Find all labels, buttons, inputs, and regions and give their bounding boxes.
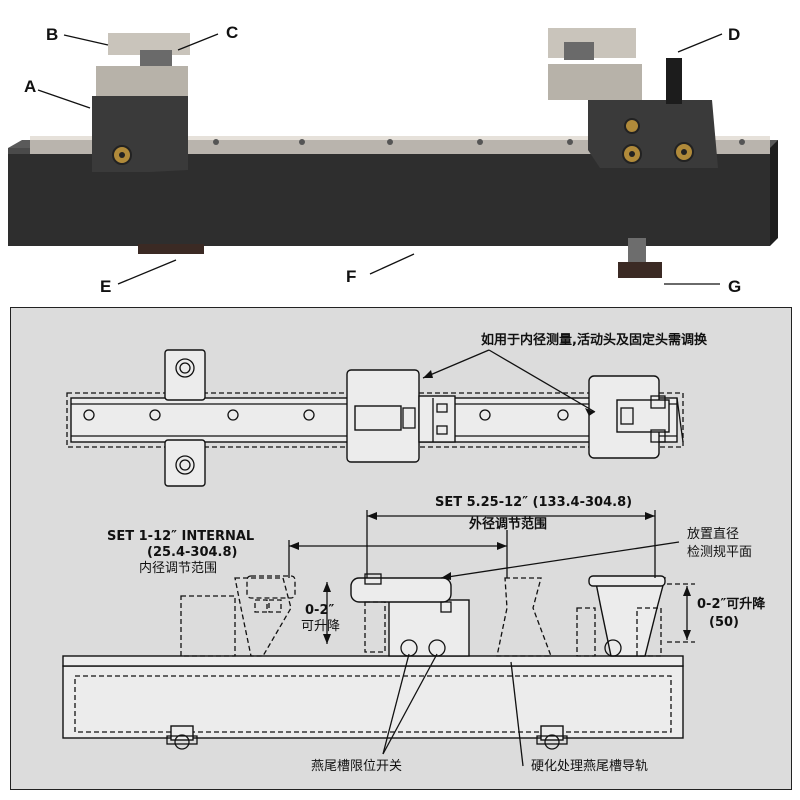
callout-d: D bbox=[728, 25, 740, 44]
label-set-internal: SET 1-12″ INTERNAL bbox=[107, 529, 254, 544]
callout-e: E bbox=[100, 277, 111, 296]
technical-drawing: 如用于内径测量,活动头及固定头需调换 bbox=[62, 332, 766, 774]
label-lift-left-2: 可升降 bbox=[301, 619, 340, 634]
label-lift-right-1: 0-2″可升降 bbox=[697, 596, 766, 612]
label-dovetail-stop: 燕尾槽限位开关 bbox=[311, 759, 402, 774]
label-set-internal-mm: (25.4-304.8) bbox=[147, 545, 237, 560]
label-gauge-plane-1: 放置直径 bbox=[687, 527, 739, 542]
right-headstock bbox=[548, 28, 718, 168]
dovetail-rail bbox=[30, 136, 770, 154]
callout-b: B bbox=[46, 25, 58, 44]
technical-drawing-panel: 如用于内径测量,活动头及固定头需调换 bbox=[10, 307, 792, 790]
label-lift-left-1: 0-2″ bbox=[305, 603, 334, 618]
label-set-external: SET 5.25-12″ (133.4-304.8) bbox=[435, 495, 632, 510]
label-hardened-rail: 硬化处理燕尾槽导轨 bbox=[531, 759, 648, 774]
label-set-internal-cn: 内径调节范围 bbox=[139, 560, 217, 576]
side-view bbox=[62, 573, 684, 750]
foot-left bbox=[138, 244, 204, 254]
label-lift-right-2: (50) bbox=[709, 615, 739, 630]
dimension-lines bbox=[288, 510, 695, 767]
callout-a: A bbox=[24, 77, 36, 96]
left-headstock bbox=[92, 33, 190, 172]
callout-g: G bbox=[728, 277, 741, 296]
foot-right bbox=[618, 238, 662, 278]
label-gauge-plane-2: 检测规平面 bbox=[687, 545, 752, 560]
label-set-external-cn: 外径调节范围 bbox=[468, 516, 547, 532]
note-swap-heads: 如用于内径测量,活动头及固定头需调换 bbox=[481, 332, 708, 348]
bench-center-photo: B C A D E F G bbox=[8, 23, 778, 296]
callout-f: F bbox=[346, 267, 356, 286]
top-view bbox=[66, 349, 684, 487]
callout-c: C bbox=[226, 23, 238, 42]
